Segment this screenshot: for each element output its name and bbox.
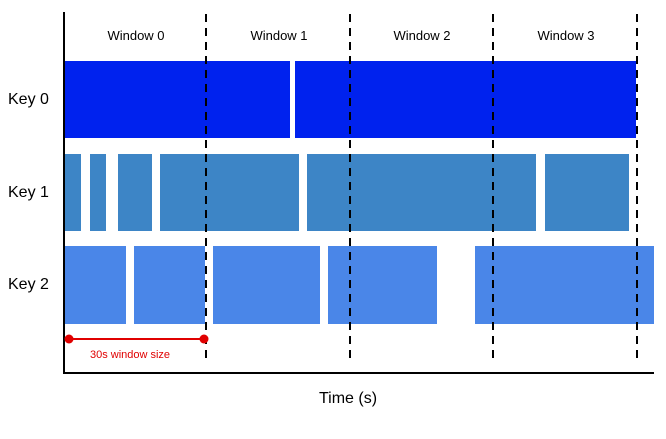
window-size-label: 30s window size [89,349,171,361]
key-label-1: Key 1 [8,184,49,201]
key1-segment-2 [90,154,106,231]
key-label-0: Key 0 [8,91,49,108]
key2-segment-4 [328,246,437,324]
key0-segment-2 [295,61,636,138]
key-label-2: Key 2 [8,276,49,293]
key1-segment-4 [160,154,299,231]
key2-segment-3 [213,246,320,324]
window-label-2: Window 2 [393,28,451,43]
window-label-3: Window 3 [537,28,595,43]
window-label-1: Window 1 [250,28,308,43]
key1-segment-3 [118,154,152,231]
key1-segment-6 [545,154,629,231]
key2-segment-5 [475,246,654,324]
key1-segment-1 [65,154,81,231]
key2-segment-1 [65,246,126,324]
key2-segment-2 [134,246,205,324]
window-size-end-dot [199,334,209,344]
window-size-start-dot [64,334,74,344]
x-axis-label: Time (s) [318,390,378,407]
key1-segment-5 [307,154,536,231]
key0-segment-1 [65,61,290,138]
window-label-0: Window 0 [107,28,165,43]
